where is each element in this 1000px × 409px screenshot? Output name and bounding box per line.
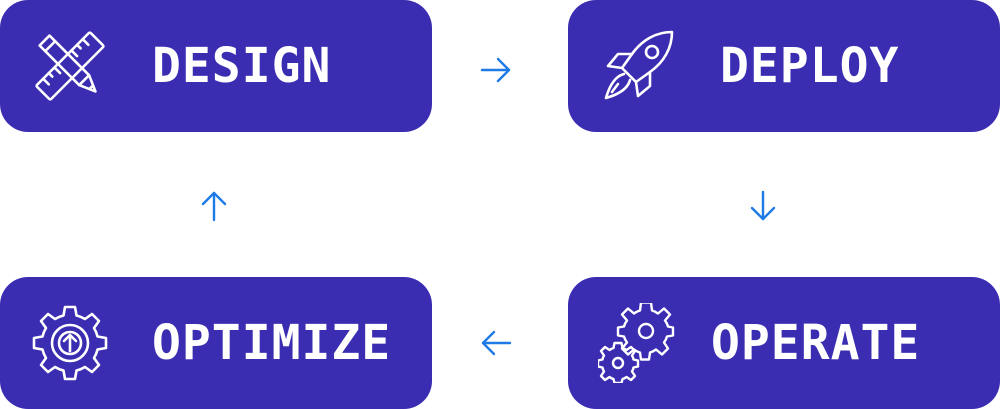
arrow-down-icon	[743, 186, 783, 226]
step-deploy-box: DEPLOY	[568, 0, 1000, 132]
arrow-left-icon	[476, 323, 516, 363]
step-operate-label: OPERATE	[711, 315, 921, 371]
step-optimize-label: OPTIMIZE	[152, 315, 392, 371]
step-deploy-label: DEPLOY	[720, 38, 900, 94]
arrow-right-icon	[476, 50, 516, 90]
step-design-box: DESIGN	[0, 0, 432, 132]
step-optimize-box: OPTIMIZE	[0, 277, 432, 409]
step-operate-box: OPERATE	[568, 277, 1000, 409]
gears-icon	[598, 303, 678, 383]
step-design-label: DESIGN	[152, 38, 332, 94]
arrow-up-icon	[194, 186, 234, 226]
rocket-icon	[598, 26, 678, 106]
pencil-ruler-icon	[30, 26, 110, 106]
gear-upload-icon	[30, 303, 110, 383]
